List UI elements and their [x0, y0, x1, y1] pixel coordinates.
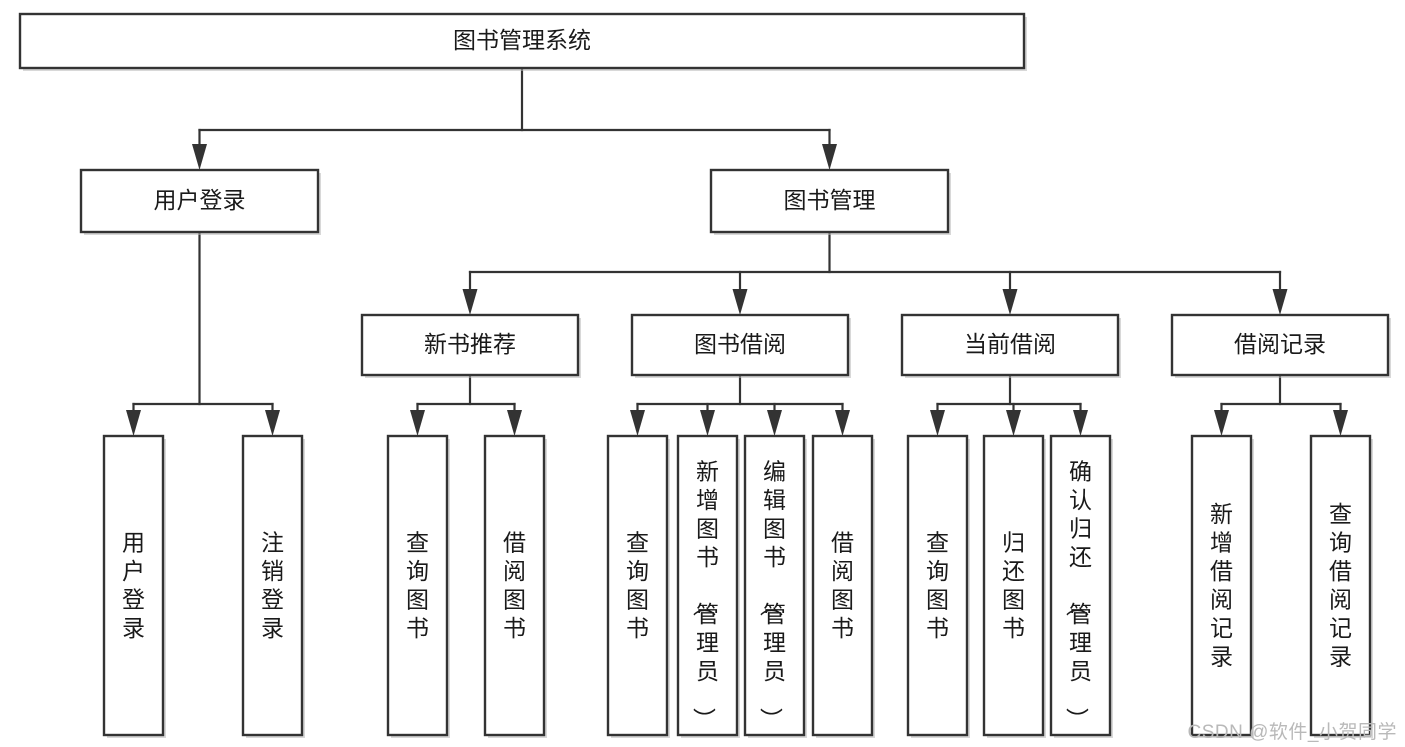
- node-leaf-query-record[interactable]: 查询借阅记录: [1309, 434, 1373, 738]
- node-box[interactable]: [386, 434, 449, 737]
- watermark-label: CSDN @软件_小贺同学: [1187, 722, 1397, 743]
- node-label: 图书管理系统: [453, 27, 591, 53]
- node-label: 编辑图书（管理员）: [758, 458, 786, 730]
- node-box[interactable]: [1170, 313, 1390, 377]
- node-label: 借阅记录: [1234, 331, 1326, 357]
- node-user-login[interactable]: 用户登录: [79, 168, 321, 235]
- node-box[interactable]: [606, 434, 669, 737]
- node-leaf-add-record[interactable]: 新增借阅记录: [1190, 434, 1254, 738]
- edge-group-root: [192, 66, 837, 170]
- node-label: 当前借阅: [964, 331, 1056, 357]
- node-leaf-rec-query[interactable]: 查询图书: [386, 434, 450, 738]
- node-leaf-rec-borrow[interactable]: 借阅图书: [483, 434, 547, 738]
- node-label: 借阅图书: [503, 530, 526, 642]
- edge-group-borrow-record: [1214, 373, 1348, 436]
- node-root[interactable]: 图书管理系统: [18, 12, 1027, 71]
- edge-group-book-mgmt: [462, 230, 1288, 315]
- node-book-mgmt[interactable]: 图书管理: [709, 168, 951, 235]
- node-label: 新增图书（管理员）: [691, 458, 719, 730]
- node-leaf-cur-query[interactable]: 查询图书: [906, 434, 970, 738]
- node-label: 图书借阅: [694, 331, 786, 357]
- node-box[interactable]: [102, 434, 165, 737]
- node-label: 查询图书: [926, 530, 949, 642]
- node-box[interactable]: [18, 12, 1026, 70]
- node-leaf-logout[interactable]: 注销登录: [241, 434, 305, 738]
- node-box[interactable]: [676, 434, 739, 737]
- node-leaf-borrow-query[interactable]: 查询图书: [606, 434, 670, 738]
- node-label: 归还图书: [1002, 530, 1025, 642]
- node-leaf-borrow-book[interactable]: 借阅图书: [811, 434, 875, 738]
- node-box[interactable]: [483, 434, 546, 737]
- node-label: 图书管理: [784, 187, 876, 213]
- node-label: 新书推荐: [424, 331, 516, 357]
- edge-group-new-book-rec: [410, 373, 522, 436]
- node-box[interactable]: [906, 434, 969, 737]
- node-label: 新增借阅记录: [1210, 501, 1233, 670]
- node-label: 用户登录: [154, 187, 246, 213]
- node-box[interactable]: [79, 168, 320, 234]
- node-borrow-record[interactable]: 借阅记录: [1170, 313, 1391, 378]
- node-box[interactable]: [743, 434, 806, 737]
- edge-group-book-borrow: [630, 373, 850, 436]
- node-label: 借阅图书: [831, 530, 854, 642]
- node-leaf-return-book[interactable]: 归还图书: [982, 434, 1046, 738]
- node-current-borrow[interactable]: 当前借阅: [900, 313, 1121, 378]
- node-label: 查询图书: [406, 530, 429, 642]
- node-label: 确认归还（管理员）: [1064, 458, 1092, 730]
- node-box[interactable]: [709, 168, 950, 234]
- node-box[interactable]: [630, 313, 850, 377]
- node-box[interactable]: [360, 313, 580, 377]
- node-new-book-rec[interactable]: 新书推荐: [360, 313, 581, 378]
- node-box[interactable]: [1049, 434, 1112, 737]
- node-label: 用户登录: [122, 530, 145, 642]
- edge-layer: [126, 66, 1348, 436]
- node-box[interactable]: [811, 434, 874, 737]
- node-box[interactable]: [241, 434, 304, 737]
- node-leaf-confirm-return[interactable]: 确认归还（管理员）: [1049, 434, 1113, 738]
- node-box[interactable]: [1190, 434, 1253, 737]
- edge-group-user-login: [126, 230, 280, 436]
- node-label: 查询图书: [626, 530, 649, 642]
- node-layer: 图书管理系统用户登录图书管理新书推荐图书借阅当前借阅借阅记录用户登录注销登录查询…: [18, 12, 1391, 738]
- node-leaf-edit-book[interactable]: 编辑图书（管理员）: [743, 434, 807, 738]
- node-leaf-user-login[interactable]: 用户登录: [102, 434, 166, 738]
- node-book-borrow[interactable]: 图书借阅: [630, 313, 851, 378]
- node-box[interactable]: [1309, 434, 1372, 737]
- node-label: 查询借阅记录: [1329, 501, 1352, 670]
- node-box[interactable]: [982, 434, 1045, 737]
- edge-group-current-borrow: [930, 373, 1088, 436]
- node-leaf-add-book[interactable]: 新增图书（管理员）: [676, 434, 740, 738]
- node-label: 注销登录: [261, 530, 284, 642]
- node-box[interactable]: [900, 313, 1120, 377]
